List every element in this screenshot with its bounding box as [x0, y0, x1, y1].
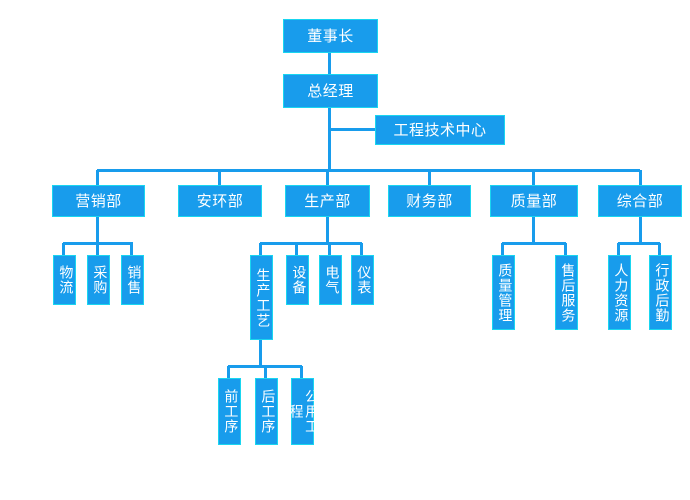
- connector-quality-bus: [502, 242, 566, 245]
- org-node-purchasing[interactable]: 采购: [87, 255, 110, 305]
- connector-drop-instrument: [360, 243, 363, 255]
- org-node-hr[interactable]: 人力资源: [608, 255, 631, 330]
- org-node-equipment[interactable]: 设备: [286, 255, 309, 305]
- org-node-engcenter[interactable]: 工程技术中心: [375, 115, 505, 145]
- connector-drop-sales: [130, 243, 133, 255]
- connector-general-stem: [639, 217, 642, 243]
- org-node-qualitymgmt[interactable]: 质量管理: [492, 255, 515, 330]
- org-node-electrical[interactable]: 电气: [319, 255, 342, 305]
- org-node-instrument[interactable]: 仪表: [351, 255, 374, 305]
- connector-drop-electrical: [328, 243, 331, 255]
- org-node-prestage[interactable]: 前工序: [218, 378, 241, 445]
- connector-drop-logistics: [62, 243, 65, 255]
- org-node-process[interactable]: 生产工艺: [250, 255, 273, 340]
- org-node-finance[interactable]: 财务部: [388, 185, 471, 217]
- connector-production-bus: [260, 242, 362, 245]
- connector-drop-safety: [218, 170, 221, 185]
- connector-gm-trunk: [328, 108, 331, 170]
- connector-drop-equipment: [295, 243, 298, 255]
- connector-general-bus: [618, 242, 660, 245]
- org-node-utilities[interactable]: 公用工程: [288, 378, 319, 445]
- connector-drop-quality: [532, 170, 535, 185]
- connector-drop-poststage: [264, 366, 267, 378]
- connector-drop-qualitymgmt: [501, 243, 504, 255]
- connector-drop-process: [259, 243, 262, 255]
- connector-drop-hr: [617, 243, 620, 255]
- connector-process-stem: [259, 340, 262, 366]
- connector-drop-marketing: [96, 170, 99, 185]
- connector-drop-production: [326, 170, 329, 185]
- connector-production-stem: [326, 217, 329, 243]
- org-node-production[interactable]: 生产部: [285, 185, 370, 217]
- connector-quality-stem: [532, 217, 535, 243]
- org-node-general[interactable]: 综合部: [598, 185, 682, 217]
- org-node-sales[interactable]: 销售: [121, 255, 144, 305]
- connector-drop-utilities: [300, 366, 303, 378]
- org-node-marketing[interactable]: 营销部: [52, 185, 145, 217]
- connector-drop-general: [639, 170, 642, 185]
- connector-chairman-to-gm: [328, 53, 331, 74]
- connector-level3-bus: [97, 169, 640, 172]
- connector-drop-aftersales: [564, 243, 567, 255]
- connector-drop-prestage: [227, 366, 230, 378]
- connector-drop-finance: [428, 170, 431, 185]
- org-node-gm[interactable]: 总经理: [283, 74, 378, 108]
- org-node-quality[interactable]: 质量部: [490, 185, 578, 217]
- connector-marketing-stem: [96, 217, 99, 243]
- org-node-admin[interactable]: 行政后勤: [649, 255, 672, 330]
- org-node-logistics[interactable]: 物流: [53, 255, 76, 305]
- connector-drop-admin: [658, 243, 661, 255]
- org-node-chairman[interactable]: 董事长: [283, 19, 378, 53]
- org-node-poststage[interactable]: 后工序: [255, 378, 278, 445]
- connector-gm-to-engcenter: [329, 128, 375, 131]
- org-node-safety[interactable]: 安环部: [178, 185, 262, 217]
- org-node-aftersales[interactable]: 售后服务: [555, 255, 578, 330]
- connector-drop-purchasing: [96, 243, 99, 255]
